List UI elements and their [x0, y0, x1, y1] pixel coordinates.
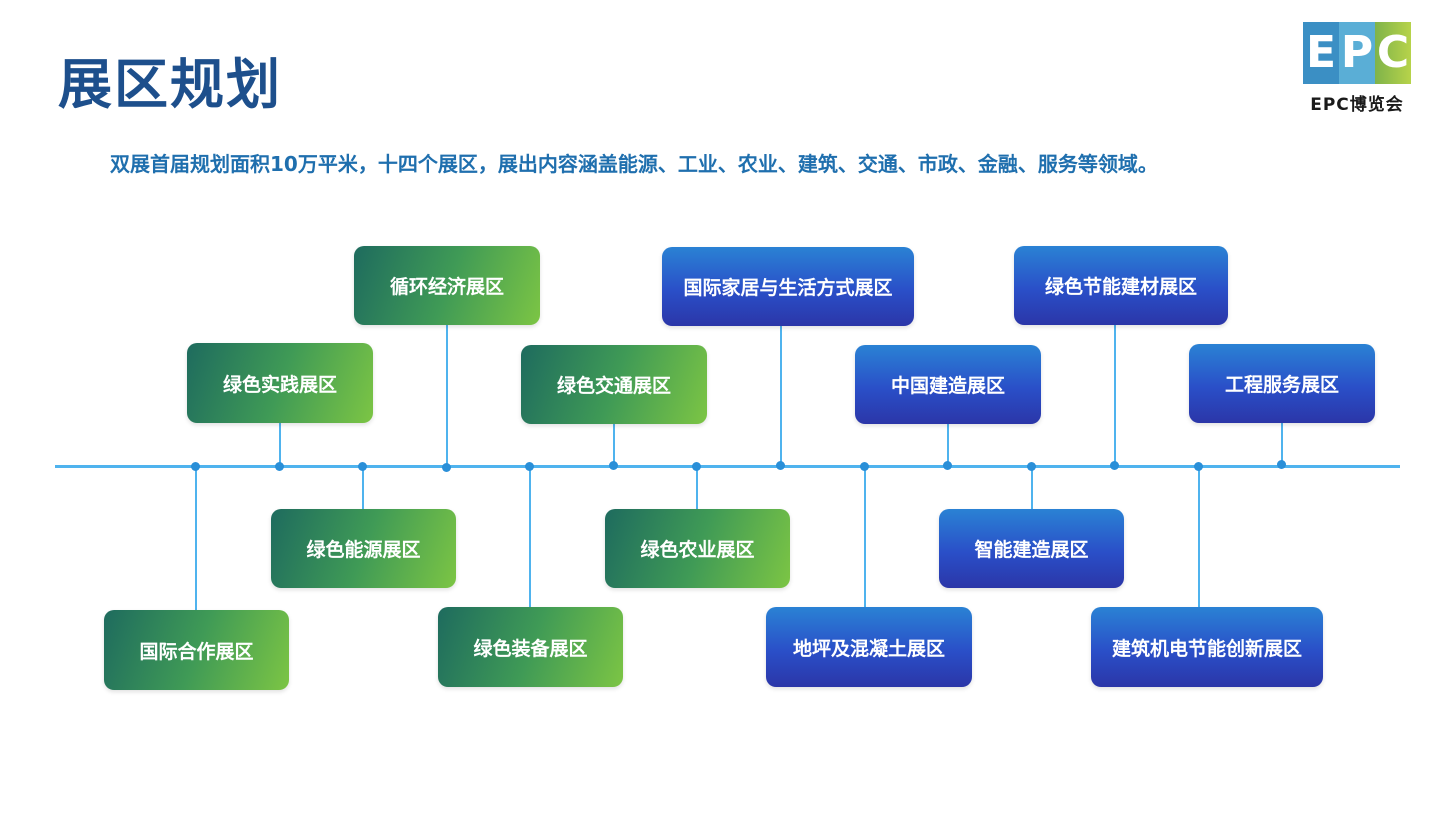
- connector-stem: [446, 325, 448, 468]
- zone-building-mep-energy-saving: 建筑机电节能创新展区: [1091, 607, 1323, 687]
- connector-stem: [1198, 468, 1200, 607]
- connector-stem: [362, 468, 364, 509]
- timeline-dot: [1194, 462, 1203, 471]
- timeline-dot: [609, 461, 618, 470]
- connector-stem: [613, 424, 615, 468]
- timeline-dot: [1277, 460, 1286, 469]
- zone-green-equipment: 绿色装备展区: [438, 607, 623, 687]
- zone-engineering-services: 工程服务展区: [1189, 344, 1375, 423]
- connector-stem: [1114, 325, 1116, 468]
- connector-stem: [279, 423, 281, 468]
- timeline-dot: [692, 462, 701, 471]
- timeline-dot: [275, 462, 284, 471]
- connector-stem: [195, 468, 197, 610]
- connector-stem: [696, 468, 698, 509]
- logo-letter-p: P: [1339, 22, 1375, 84]
- zone-green-practice: 绿色实践展区: [187, 343, 373, 423]
- connector-stem: [864, 468, 866, 607]
- epc-logo: E P C EPC博览会: [1303, 22, 1411, 115]
- timeline-dot: [776, 461, 785, 470]
- zone-china-construction: 中国建造展区: [855, 345, 1041, 424]
- zone-circular-economy: 循环经济展区: [354, 246, 540, 325]
- zone-green-building-materials: 绿色节能建材展区: [1014, 246, 1228, 325]
- zone-flooring-concrete: 地坪及混凝土展区: [766, 607, 972, 687]
- zone-international-cooperation: 国际合作展区: [104, 610, 289, 690]
- logo-text: EPC博览会: [1310, 95, 1404, 115]
- zone-green-energy: 绿色能源展区: [271, 509, 456, 588]
- zone-green-agriculture: 绿色农业展区: [605, 509, 790, 588]
- logo-letter-c: C: [1375, 22, 1411, 84]
- logo-letter-e: E: [1303, 22, 1339, 84]
- zone-smart-construction: 智能建造展区: [939, 509, 1124, 588]
- connector-stem: [529, 468, 531, 607]
- timeline-dot: [358, 462, 367, 471]
- timeline-axis: [55, 465, 1400, 468]
- timeline-dot: [943, 461, 952, 470]
- timeline-dot: [191, 462, 200, 471]
- connector-stem: [780, 326, 782, 468]
- timeline-dot: [1110, 461, 1119, 470]
- zone-intl-home-lifestyle: 国际家居与生活方式展区: [662, 247, 914, 326]
- zone-green-transport: 绿色交通展区: [521, 345, 707, 424]
- timeline-dot: [860, 462, 869, 471]
- timeline-dot: [442, 463, 451, 472]
- timeline-dot: [525, 462, 534, 471]
- connector-stem: [947, 424, 949, 468]
- connector-stem: [1031, 468, 1033, 509]
- connector-stem: [1281, 423, 1283, 468]
- page-subtitle: 双展首届规划面积10万平米，十四个展区，展出内容涵盖能源、工业、农业、建筑、交通…: [110, 152, 1158, 176]
- timeline-dot: [1027, 462, 1036, 471]
- logo-mark: E P C: [1303, 22, 1411, 84]
- page-title: 展区规划: [58, 53, 282, 116]
